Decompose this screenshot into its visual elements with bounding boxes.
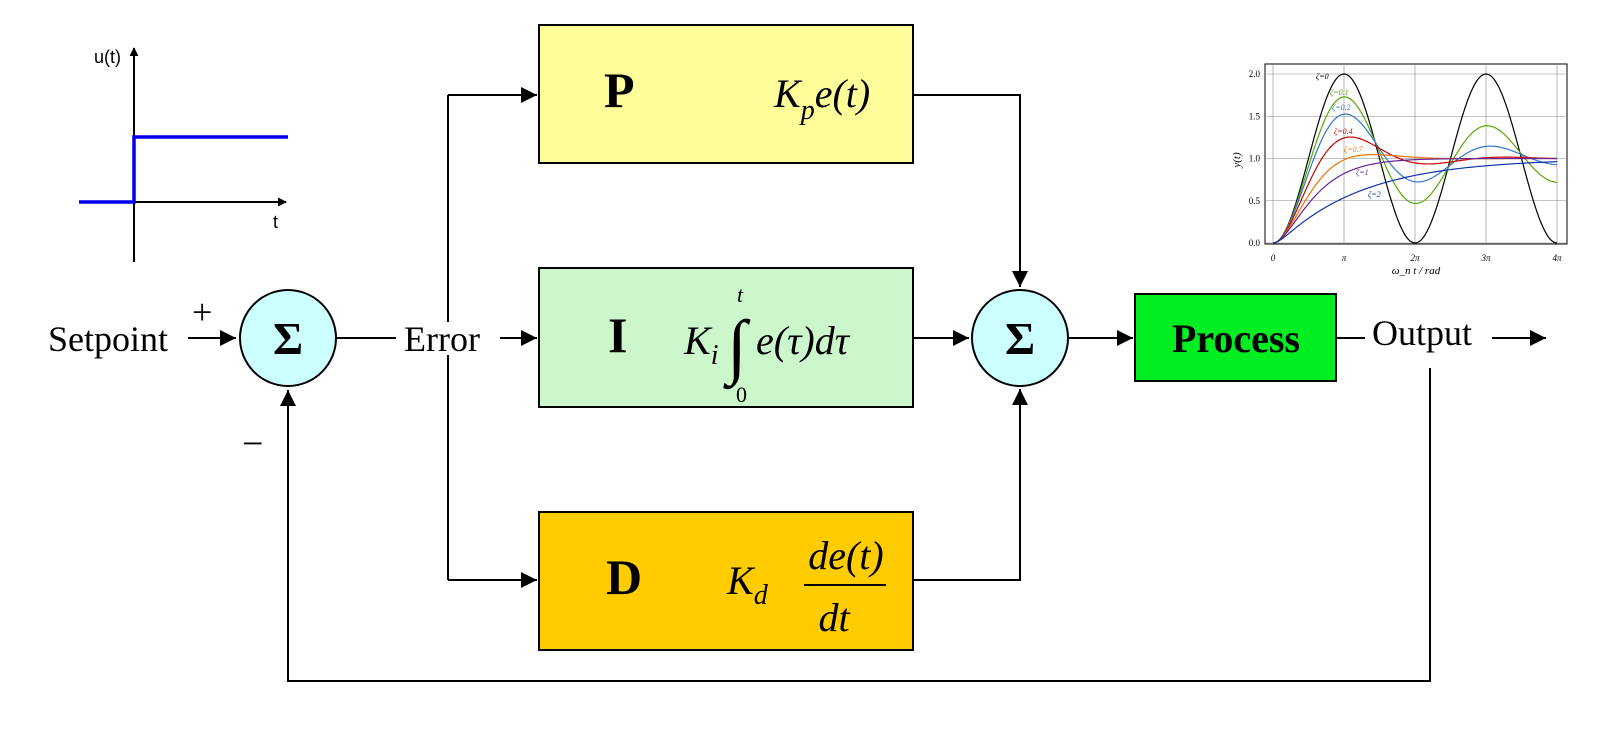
series-label: ζ=0.7: [1344, 145, 1364, 154]
sigma-symbol: Σ: [273, 313, 303, 364]
d-denominator: dt: [818, 595, 850, 640]
setpoint-label: Setpoint: [48, 319, 168, 359]
i-gain-symbol: K: [683, 318, 713, 363]
step-x-label: t: [273, 212, 278, 232]
x-tick-label: π: [1342, 253, 1347, 263]
d-gain-symbol: K: [726, 558, 756, 603]
integral-sign: ∫: [723, 306, 751, 390]
series-label: ζ=2: [1368, 190, 1381, 199]
step-input-chart: u(t) t: [79, 47, 288, 262]
y-tick-label: 1.5: [1249, 111, 1261, 121]
minus-sign: −: [242, 423, 263, 465]
response-curve: [1272, 96, 1558, 244]
y-tick-label: 2.0: [1249, 69, 1261, 79]
response-curve: [1272, 157, 1557, 244]
p-gain-symbol: K: [773, 71, 803, 116]
d-to-sum2-arrow: [914, 389, 1028, 581]
p-gain-subscript: p: [799, 95, 815, 126]
left-crop-edge: [46, 318, 48, 358]
d-letter: D: [606, 549, 642, 605]
p-formula: Kpe(t): [773, 71, 870, 126]
x-tick-label: 4π: [1552, 253, 1562, 263]
response-curves: [1272, 73, 1558, 244]
series-label: ζ=0.1: [1330, 88, 1349, 97]
summing-junction-2: Σ: [971, 289, 1069, 387]
i-integrand: e(τ)dτ: [756, 318, 851, 363]
integral-block: I Ki ∫ t 0 e(τ)dτ: [538, 267, 914, 408]
y-tick-label: 0.5: [1249, 196, 1261, 206]
series-label: ζ=1: [1356, 168, 1369, 177]
p-error-term: e(t): [815, 71, 871, 116]
y-tick-label: 0.0: [1249, 238, 1261, 248]
y-tick-label: 1.0: [1249, 154, 1261, 164]
feedback-line: [280, 368, 1431, 682]
step-signal-line: [79, 135, 288, 204]
response-curve: [1272, 73, 1558, 244]
series-label: ζ=0.2: [1332, 103, 1351, 112]
response-curve: [1272, 136, 1558, 244]
i-gain: Ki: [683, 318, 718, 371]
series-label: ζ=0: [1316, 72, 1329, 81]
sigma-symbol: Σ: [1005, 313, 1035, 364]
response-y-label: y(t): [1231, 152, 1243, 169]
step-y-label: u(t): [94, 47, 121, 67]
process-label: Process: [1172, 316, 1300, 361]
response-curve: [1272, 161, 1558, 244]
proportional-block: P Kpe(t): [538, 24, 914, 164]
connection-lines: [188, 87, 1546, 682]
response-ticks: 0 π 2π 3π 4π 0.0 0.5 1.0 1.5 2.0: [1249, 69, 1562, 263]
series-label: ζ=0.4: [1334, 127, 1353, 136]
d-gain: Kd: [726, 558, 769, 611]
integral-upper-limit: t: [737, 282, 744, 307]
p-letter: P: [604, 62, 635, 118]
response-curve: [1272, 113, 1558, 244]
process-block: Process: [1134, 293, 1337, 382]
x-tick-label: 2π: [1410, 253, 1420, 263]
p-to-sum2-arrow: [914, 94, 1028, 287]
output-label: Output: [1372, 313, 1472, 353]
error-label: Error: [404, 319, 480, 359]
d-numerator: de(t): [808, 533, 884, 578]
integral-lower-limit: 0: [736, 382, 747, 407]
x-tick-label: 3π: [1480, 253, 1491, 263]
response-x-label: ω_n t / rad: [1392, 265, 1441, 277]
derivative-block: D Kd de(t) dt: [538, 511, 914, 651]
plus-sign: +: [192, 292, 212, 332]
i-gain-subscript: i: [711, 340, 719, 371]
response-series-labels: ζ=0ζ=0.1 ζ=0.2 ζ=0.4 ζ=0.7 ζ=1 ζ=2: [1316, 72, 1381, 199]
d-gain-subscript: d: [754, 580, 769, 611]
i-letter: I: [608, 307, 627, 363]
summing-junction-1: Σ: [239, 289, 337, 387]
x-tick-label: 0: [1271, 253, 1276, 263]
